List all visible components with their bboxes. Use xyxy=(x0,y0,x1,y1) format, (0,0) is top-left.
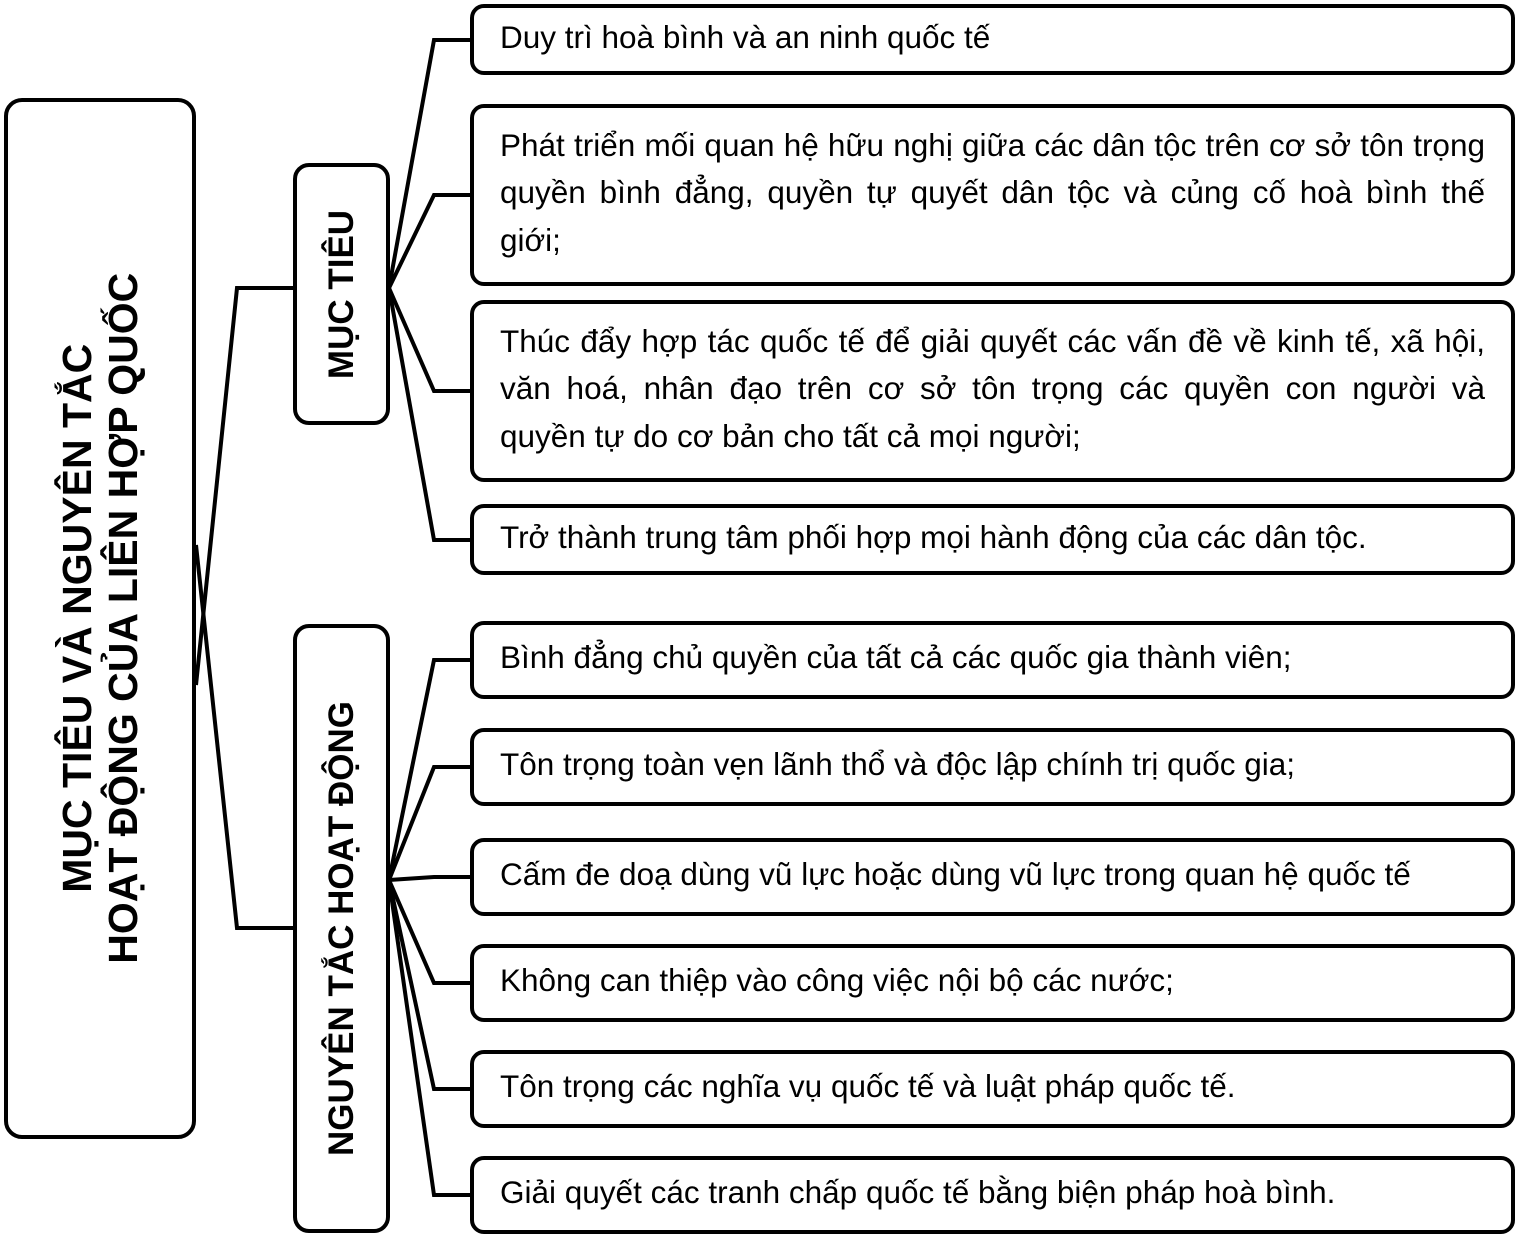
goal-item-2-text: Phát triển mối quan hệ hữu nghị giữa các… xyxy=(500,127,1485,258)
principle-item-6[interactable]: Giải quyết các tranh chấp quốc tế bằng b… xyxy=(470,1156,1515,1234)
goal-item-2[interactable]: Phát triển mối quan hệ hữu nghị giữa các… xyxy=(470,104,1515,286)
edge-principles-to-item-3 xyxy=(388,875,470,882)
category-goals-label-wrapper: MỤC TIÊU xyxy=(322,209,361,379)
principle-item-5-text: Tôn trọng các nghĩa vụ quốc tế và luật p… xyxy=(500,1068,1236,1105)
goal-item-1[interactable]: Duy trì hoà bình và an ninh quốc tế xyxy=(470,4,1515,75)
edge-principles-to-item-4 xyxy=(387,879,470,985)
edge-goals-to-item-4 xyxy=(387,287,470,542)
root-label-line-2: HOẠT ĐỘNG CỦA LIÊN HỢP QUỐC xyxy=(100,273,146,964)
root-label-line-1: MỤC TIÊU VÀ NGUYÊN TẮC xyxy=(53,344,100,893)
edge-goals-to-item-3 xyxy=(387,287,470,393)
principle-item-2-text: Tôn trọng toàn vẹn lãnh thổ và độc lập c… xyxy=(500,746,1296,783)
root-node[interactable]: MỤC TIÊU VÀ NGUYÊN TẮC HOẠT ĐỘNG CỦA LIÊ… xyxy=(4,98,196,1139)
principle-item-5[interactable]: Tôn trọng các nghĩa vụ quốc tế và luật p… xyxy=(470,1050,1515,1128)
principle-item-3[interactable]: Cấm đe doạ dùng vũ lực hoặc dùng vũ lực … xyxy=(470,838,1515,916)
edge-principles-to-item-6 xyxy=(387,879,470,1197)
goal-item-3-text: Thúc đẩy hợp tác quốc tế để giải quyết c… xyxy=(500,323,1485,454)
edge-principles-to-item-2 xyxy=(387,765,470,881)
category-principles-label-wrapper: NGUYÊN TẮC HOẠT ĐỘNG xyxy=(322,701,361,1156)
principle-item-6-text: Giải quyết các tranh chấp quốc tế bằng b… xyxy=(500,1174,1336,1211)
root-label-wrapper: MỤC TIÊU VÀ NGUYÊN TẮC HOẠT ĐỘNG CỦA LIÊ… xyxy=(53,273,146,964)
goal-item-1-text: Duy trì hoà bình và an ninh quốc tế xyxy=(500,18,991,55)
edge-principles-to-item-1 xyxy=(387,658,470,881)
principle-item-2[interactable]: Tôn trọng toàn vẹn lãnh thổ và độc lập c… xyxy=(470,728,1515,806)
category-principles-label: NGUYÊN TẮC HOẠT ĐỘNG xyxy=(322,701,361,1156)
principle-item-1[interactable]: Bình đẳng chủ quyền của tất cả các quốc … xyxy=(470,621,1515,699)
edge-goals-to-item-2 xyxy=(387,193,470,289)
principle-item-4-text: Không can thiệp vào công việc nội bộ các… xyxy=(500,962,1174,999)
category-node-goals[interactable]: MỤC TIÊU xyxy=(293,163,390,425)
principle-item-1-text: Bình đẳng chủ quyền của tất cả các quốc … xyxy=(500,639,1292,676)
category-node-principles[interactable]: NGUYÊN TẮC HOẠT ĐỘNG xyxy=(293,624,390,1233)
principle-item-4[interactable]: Không can thiệp vào công việc nội bộ các… xyxy=(470,944,1515,1022)
goal-item-4[interactable]: Trở thành trung tâm phối hợp mọi hành độ… xyxy=(470,504,1515,575)
edge-principles-to-item-5 xyxy=(387,879,470,1091)
edge-goals-to-item-1 xyxy=(387,38,470,289)
principle-item-3-text: Cấm đe doạ dùng vũ lực hoặc dùng vũ lực … xyxy=(500,856,1411,893)
goal-item-4-text: Trở thành trung tâm phối hợp mọi hành độ… xyxy=(500,518,1367,555)
goal-item-3[interactable]: Thúc đẩy hợp tác quốc tế để giải quyết c… xyxy=(470,300,1515,482)
category-goals-label: MỤC TIÊU xyxy=(322,209,361,379)
